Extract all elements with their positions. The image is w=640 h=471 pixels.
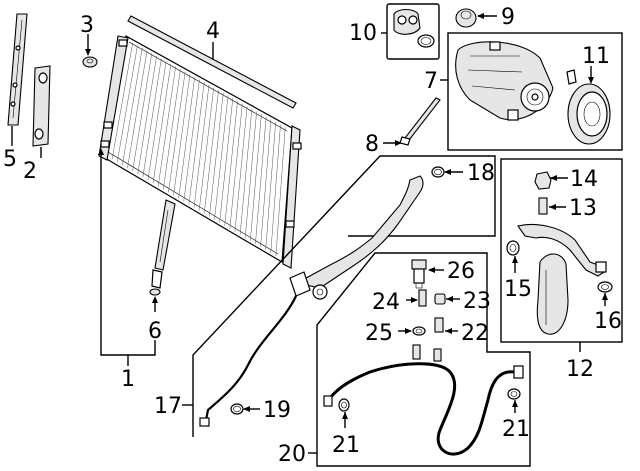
hose-12-frame <box>500 158 623 343</box>
condenser-fin <box>270 124 281 253</box>
condenser-fin <box>224 100 238 226</box>
callout-21-right: 21 <box>502 417 530 442</box>
valve-core-icon <box>538 197 548 215</box>
condenser-fin <box>214 95 229 220</box>
callout-12: 12 <box>566 357 594 382</box>
condenser-fin <box>142 58 162 178</box>
seal-strip-icon <box>127 15 297 109</box>
hose-17-frame <box>192 155 496 437</box>
callout-11: 11 <box>582 44 610 69</box>
condenser-fin <box>275 127 286 256</box>
pressure-switch-icon <box>411 259 427 289</box>
callout-14: 14 <box>570 167 598 192</box>
o-ring-icon <box>507 388 521 400</box>
callout-13: 13 <box>569 196 597 221</box>
condenser-fin <box>163 69 181 190</box>
condenser-fin <box>116 45 138 163</box>
condenser-fin <box>152 63 172 184</box>
condenser-fin <box>219 98 234 223</box>
condenser-fin <box>173 74 191 196</box>
condenser-fin <box>260 119 272 247</box>
compressor-icon <box>455 41 554 121</box>
callout-16: 16 <box>594 309 622 334</box>
callout-26: 26 <box>447 259 475 284</box>
o-ring-icon <box>338 398 350 412</box>
callout-8: 8 <box>365 132 379 157</box>
refrigerant-hose-icon <box>199 175 424 427</box>
o-ring-icon <box>431 166 445 178</box>
cap-icon <box>455 8 477 28</box>
cap-icon <box>434 293 446 305</box>
condenser-fin <box>132 53 153 172</box>
condenser-fin <box>157 66 176 187</box>
condenser-fin <box>229 103 243 229</box>
condenser-fin <box>244 111 257 238</box>
callout-4: 4 <box>206 19 220 44</box>
condenser-fin <box>234 106 248 232</box>
condenser-icon <box>98 35 302 269</box>
condenser-fin <box>127 50 148 169</box>
valve-core-icon <box>434 317 444 333</box>
condenser-fin <box>168 71 186 193</box>
condenser-fin <box>122 47 143 166</box>
condenser-fin <box>137 55 157 175</box>
refrigerant-hose-icon <box>517 223 607 335</box>
o-ring-icon <box>412 326 426 336</box>
callout-21-left: 21 <box>332 433 360 458</box>
callout-1: 1 <box>121 367 135 392</box>
callout-7: 7 <box>424 69 438 94</box>
callout-9: 9 <box>501 5 515 30</box>
valve-core-icon <box>418 289 427 307</box>
callout-15: 15 <box>504 277 532 302</box>
bracket-icon <box>32 65 51 147</box>
callout-19: 19 <box>263 398 291 423</box>
hose-20-frame <box>316 252 531 467</box>
callout-25: 25 <box>365 321 393 346</box>
condenser-fin <box>239 108 253 235</box>
o-ring-icon <box>506 240 520 256</box>
o-ring-icon <box>386 3 440 60</box>
callout-23: 23 <box>463 289 491 314</box>
o-ring-icon <box>597 281 613 293</box>
callout-2: 2 <box>23 159 37 184</box>
condenser-fin <box>198 87 215 211</box>
callout-6: 6 <box>148 319 162 344</box>
callout-3: 3 <box>80 13 94 38</box>
condenser-fin <box>183 79 200 202</box>
callout-5: 5 <box>3 147 17 172</box>
receiver-drier-icon <box>149 199 176 296</box>
condenser-fin <box>209 92 224 217</box>
callout-20: 20 <box>278 442 306 467</box>
condenser-fin <box>111 42 134 160</box>
condenser-fin <box>255 116 267 244</box>
condenser-fin <box>188 82 205 205</box>
callout-18: 18 <box>467 161 495 186</box>
seal-strip-icon <box>7 13 28 126</box>
bolt-icon <box>82 56 98 68</box>
callout-22: 22 <box>461 321 489 346</box>
cap-icon <box>534 171 552 190</box>
condenser-fin <box>203 90 219 214</box>
condenser-fin <box>147 61 167 181</box>
callout-10: 10 <box>349 21 377 46</box>
condenser-fin <box>193 84 210 208</box>
compressor-group-frame <box>447 32 623 151</box>
bracket-icon <box>399 97 441 146</box>
refrigerant-hose-icon <box>323 344 524 456</box>
condenser-fin <box>178 77 195 199</box>
clutch-pulley-icon <box>566 69 611 145</box>
callout-17: 17 <box>154 394 182 419</box>
condenser-fin <box>250 114 262 241</box>
callout-24: 24 <box>372 290 400 315</box>
o-ring-icon <box>230 403 244 415</box>
condenser-fin <box>265 122 276 250</box>
